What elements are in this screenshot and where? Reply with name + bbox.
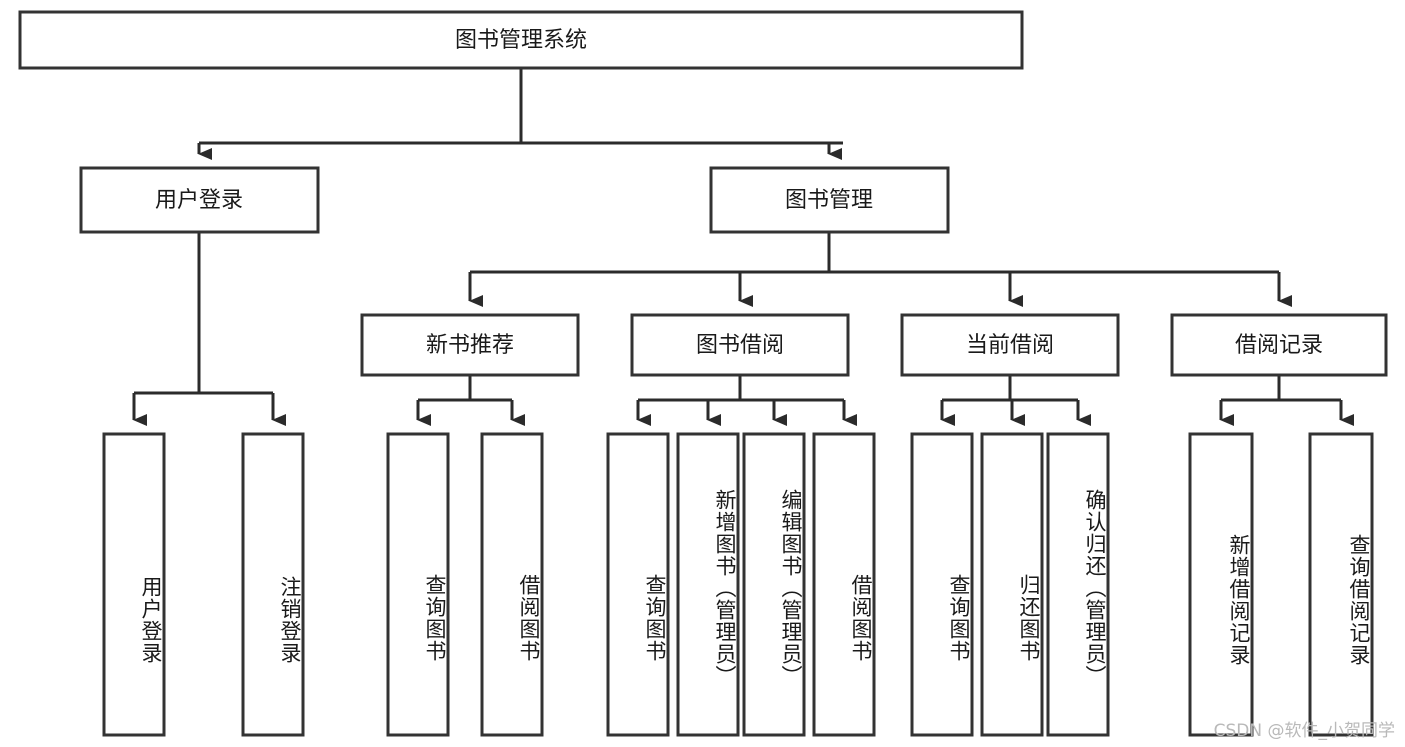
- node-book-borrow[interactable]: 图书借阅: [630, 313, 850, 377]
- node-book-management-label: 图书管理: [785, 188, 873, 213]
- connector-group-user-login: [132, 232, 286, 426]
- connector-group-book-mgmt: [468, 232, 1292, 307]
- watermark-text: CSDN @软件_小贺同学: [1213, 721, 1395, 741]
- node-new-book-recommend-label: 新书推荐: [426, 333, 514, 358]
- leaf-node-borrow-book[interactable]: [812, 432, 876, 737]
- connector-group-borrow-record: [1219, 375, 1354, 426]
- leaf-node-add-book-admin[interactable]: [676, 432, 740, 737]
- connector-group-root: [197, 68, 843, 160]
- leaf-node-return-book[interactable]: [980, 432, 1044, 737]
- leaf-node-query-borrow-record[interactable]: [1308, 432, 1374, 737]
- node-book-borrow-label: 图书借阅: [696, 333, 784, 358]
- connector-group-borrow: [636, 375, 857, 426]
- node-borrow-record-label: 借阅记录: [1235, 333, 1323, 358]
- leaf-node-confirm-return-admin[interactable]: [1046, 432, 1110, 737]
- leaf-node-user-login[interactable]: [102, 432, 166, 737]
- leaf-node-logout[interactable]: [241, 432, 305, 737]
- leaf-node-query-book-borrow[interactable]: [606, 432, 670, 737]
- node-current-borrow[interactable]: 当前借阅: [900, 313, 1120, 377]
- node-user-login-label: 用户登录: [155, 188, 243, 213]
- leaf-node-borrow-book-recommend[interactable]: [480, 432, 544, 737]
- node-root-label: 图书管理系统: [455, 28, 587, 53]
- connector-group-new-book: [416, 375, 525, 426]
- node-current-borrow-label: 当前借阅: [966, 333, 1054, 358]
- leaf-node-edit-book-admin[interactable]: [742, 432, 806, 737]
- node-borrow-record[interactable]: 借阅记录: [1170, 313, 1388, 377]
- leaf-node-add-borrow-record[interactable]: [1188, 432, 1254, 737]
- leaf-node-query-book-current[interactable]: [910, 432, 974, 737]
- node-new-book-recommend[interactable]: 新书推荐: [360, 313, 580, 377]
- node-book-management[interactable]: 图书管理: [709, 166, 950, 234]
- node-user-login[interactable]: 用户登录: [79, 166, 320, 234]
- connector-group-current-borrow: [940, 375, 1091, 426]
- leaf-node-query-book-recommend[interactable]: [386, 432, 450, 737]
- node-root[interactable]: 图书管理系统: [18, 10, 1024, 70]
